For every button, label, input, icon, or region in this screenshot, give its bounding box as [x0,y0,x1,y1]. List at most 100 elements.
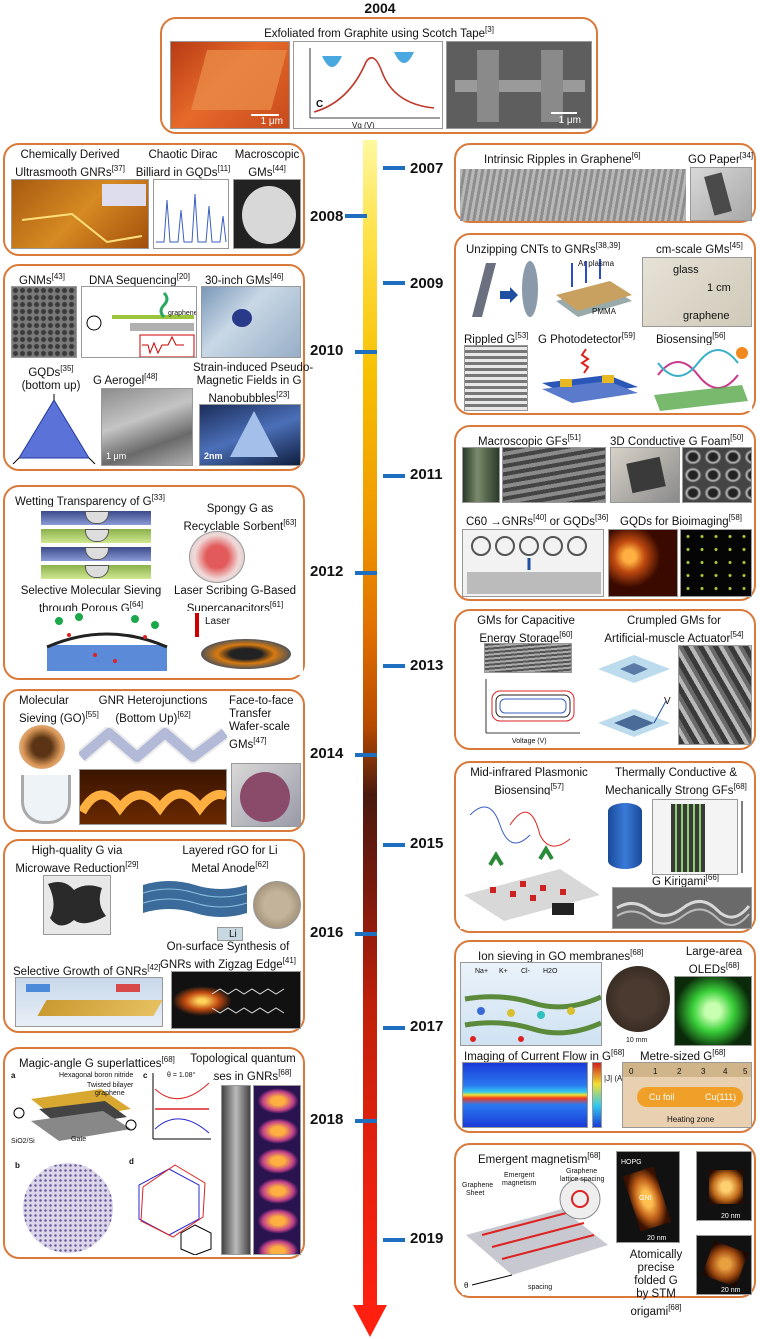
tbg-label1: Twisted bilayer [87,1082,134,1089]
t-2012-4: Laser Scribing G-Based [173,585,297,597]
li-text: Li [229,929,237,940]
title-photodetector: G Photodetector[59] [538,329,635,347]
r-2018-2: [68] [278,1068,292,1077]
title-current-flow: Imaging of Current Flow in G[68] [464,1046,624,1064]
graphene-sheet-label2: Sheet [466,1190,485,1197]
box-2014: Molecular Sieving (GO)[55] GNR Heterojun… [3,689,305,832]
t-2016-4: Selective Growth of GNRs [13,965,148,978]
r-2010-3: [46] [270,272,284,281]
crumpled-gm-image [678,645,752,745]
r-2013-2: [54] [730,630,744,639]
r-2015-2: [68] [733,782,747,791]
t-2010-4b: (bottom up) [21,379,81,392]
r-2019-1: [68] [587,1151,601,1160]
r-2009-5: [56] [712,331,726,340]
nm-label-3: 20 nm [721,1287,741,1294]
t-2008-2: Chaotic Dirac [148,149,218,161]
year-2008: 2008 [310,208,344,225]
year-2015: 2015 [410,835,444,852]
scale-aerogel: 1 μm [106,451,127,461]
kirigami-image [612,887,752,929]
graphene-sheet-label: Graphene [462,1182,494,1189]
photodetector-diagram [538,345,642,411]
r-2011-3b: [36] [595,513,609,522]
t-2017-2b: OLEDs [688,963,726,976]
tick-2013 [383,664,405,668]
r-2009-4: [59] [621,331,636,340]
cm-scale-gm-photo: glass 1 cm graphene [642,257,752,327]
t-2007-2: GO Paper [688,153,740,166]
t-2010-3: 30-inch GMs [205,274,271,287]
r-2012-2: [63] [283,518,297,527]
title-molecular-sieving: Molecular Sieving (GO)[55] [19,695,99,726]
t-2015-1b: Biosensing [494,784,551,797]
folded-g-stm-2: 20 nm [696,1151,752,1221]
plot-xlabel: Vg (V) [352,121,375,129]
current-flow-colorbar [592,1062,602,1128]
t-2009-3: Rippled G [464,333,516,346]
r-2016-4: [42] [147,963,161,972]
gf-strength-axis [740,799,754,875]
tick-2009 [383,281,405,285]
folded-g-stm-3: 20 nm [696,1235,752,1295]
title-cm-scale: cm-scale GMs[45] [656,239,743,257]
title-spongy: Spongy G as Recyclable Sorbent[63] [175,503,305,534]
title-pseudo-magnetic: Strain-induced Pseudo- Magnetic Fields i… [193,362,313,406]
t-2010-6c: Nanobubbles [208,392,277,405]
billiard-spectrum-plot [153,179,229,249]
glass-label: glass [673,264,699,276]
t-2009-4: G Photodetector [538,333,622,346]
ion-legend-cl: Cl- [521,968,530,975]
emergent-magnetism-diagram: Graphene Sheet Emergent magnetism Graphe… [462,1165,612,1295]
spongy-g-photo [189,531,245,583]
t-2011-3: C60 →GNRs [466,515,534,528]
graphene-word: graphene [168,310,197,317]
tick-2016 [355,932,377,936]
tick-2015 [383,843,405,847]
title-emergent-magnetism: Emergent magnetism[68] [478,1149,601,1167]
box-2015: Mid-infrared Plasmonic Biosensing[57] Th… [454,761,756,933]
t-2013-1b: Energy Storage [479,632,560,645]
timeline-bar [363,140,377,1310]
r-2017-2: [68] [725,961,740,970]
scale-bar-2004b: 1 μm [558,115,581,126]
actuator-diagram-bottom: V [594,695,674,745]
foam-photo [610,447,680,503]
panel-d: d [129,1157,134,1166]
t-2013-2: Crumpled GMs for [627,615,721,627]
tick-2018 [355,1119,377,1123]
topological-gnr-image-orange [253,1085,301,1255]
title-wetting: Wetting Transparency of G[33] [15,491,165,509]
t-2010-4: GQDs [28,366,61,379]
year-2011: 2011 [410,466,443,483]
dna-sequencing-diagram: graphene [81,286,197,358]
year-2009: 2009 [410,275,444,292]
gf-structure-image [652,799,738,875]
scale-bar-2004a: 1 μm [260,116,283,127]
t-2016-1b: Microwave Reduction [15,862,126,875]
t-2014-2: GNR Heterojunctions [98,695,208,707]
title-gqd-bioimaging: GQDs for Bioimaging[58] [620,511,742,529]
t-2019-2: Atomically [629,1249,683,1261]
gnr-afm-image [11,179,149,249]
t-2014-1: Molecular [19,695,69,707]
title-layered-rgo: Layered rGO for Li Metal Anode[62] [155,845,305,876]
go-membrane-image [15,725,71,825]
actuator-diagram-top [594,647,674,689]
hopg-label: HOPG [621,1159,642,1166]
tbg-label2: graphene [95,1090,125,1097]
r-2012-1: [33] [151,493,165,502]
t-2017-1: Ion sieving in GO membranes [478,950,631,963]
band-structure-plot: c θ = 1.08° [143,1069,213,1145]
ruler-3: 3 [701,1067,706,1076]
r-2016-2: [62] [255,860,269,869]
ruler-1: 1 [653,1067,658,1076]
title-c60: C60 →GNRs[40] or GQDs[36] [466,511,608,529]
nm-label-1: 20 nm [647,1235,667,1242]
t-2009-5: Biosensing [656,333,713,346]
title-gqds: GQDs[35] (bottom up) [11,362,91,393]
t-2010-6: Strain-induced Pseudo- [193,362,314,374]
zigzag-gnr-image [171,971,301,1029]
spacing-label: spacing [528,1284,553,1291]
r-2015-3: [66] [705,873,720,882]
